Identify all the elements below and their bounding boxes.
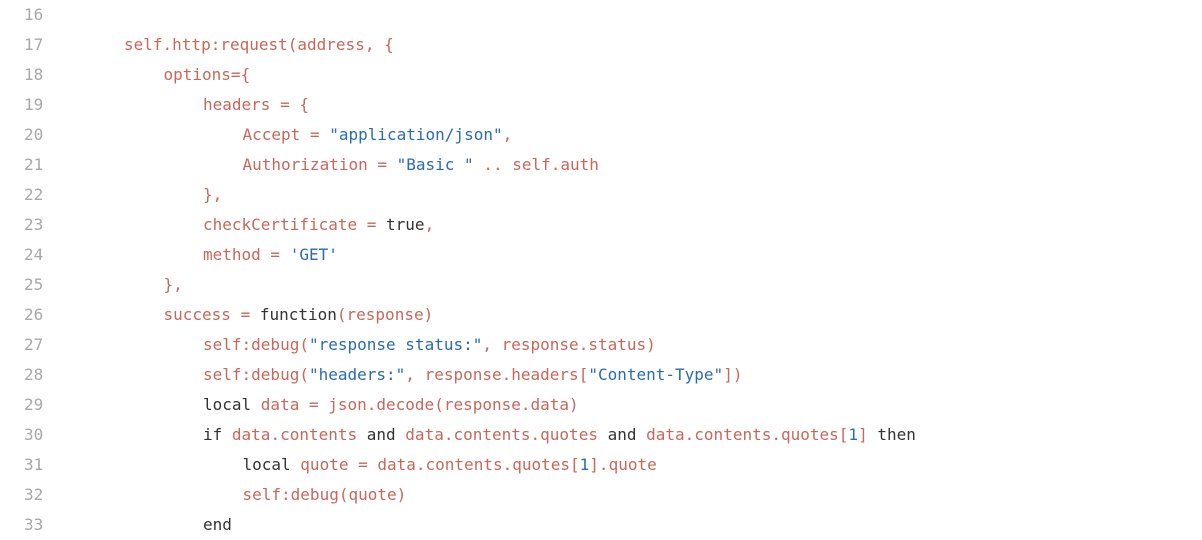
code-token: "Basic " [396,155,474,174]
line-code: end [203,510,232,540]
code-token: }, [203,185,223,204]
line-number: 26 [24,305,44,324]
line-number: 16 [24,5,44,24]
code-token: and [366,425,406,444]
code-token: method = [203,245,290,264]
code-line: 21 Authorization = "Basic " .. self.auth [0,150,1202,180]
line-code: local quote = data.contents.quotes[1].qu… [243,450,657,480]
code-token: Authorization = [242,155,397,174]
code-token: "headers:" [308,365,406,384]
line-number: 28 [24,365,44,384]
code-token: }, [163,275,183,294]
line-code: checkCertificate = true, [203,210,434,240]
line-code: success = function(response) [164,300,434,330]
code-token: 1 [848,425,859,444]
code-line: 17 self.http:request(address, { [0,30,1202,60]
code-line: 29 local data = json.decode(response.data… [0,390,1202,420]
line-code: Accept = "application/json", [243,120,513,150]
code-line: 31 local quote = data.contents.quotes[1].… [0,450,1202,480]
code-token: "Content-Type" [588,365,724,384]
code-token: options={ [163,65,251,84]
code-token: 'GET' [289,245,338,264]
line-code: self:debug(quote) [243,480,407,510]
code-line: 32 self:debug(quote) [0,480,1202,510]
line-code: Authorization = "Basic " .. self.auth [243,150,599,180]
code-token: then [877,425,916,444]
code-token: .. self.auth [473,155,599,174]
code-token: , [424,215,435,234]
code-token: 1 [579,455,590,474]
code-line: 16 [0,0,1202,30]
line-number: 18 [24,65,44,84]
code-token: ] [858,425,878,444]
code-line: 28 self:debug("headers:", response.header… [0,360,1202,390]
code-token: (response) [336,305,434,324]
line-code: headers = { [203,90,309,120]
code-token: self.http:request(address, { [124,35,394,54]
line-number: 33 [24,515,44,534]
code-token: end [203,515,232,534]
line-number: 24 [24,245,44,264]
line-code: }, [203,180,222,210]
code-token: "response status:" [308,335,483,354]
line-number: 19 [24,95,44,114]
line-number: 23 [24,215,44,234]
code-token: , response.headers[ [405,365,589,384]
code-token: data.contents [231,425,367,444]
code-line: 26 success = function(response) [0,300,1202,330]
code-token: data.contents.quotes[ [646,425,849,444]
code-token: self:debug( [203,335,309,354]
code-line: 24 method = 'GET' [0,240,1202,270]
code-token: local [203,395,261,414]
code-token: true [386,215,425,234]
line-code: options={ [164,60,251,90]
line-number: 32 [24,485,44,504]
code-line: 30 if data.contents and data.contents.quo… [0,420,1202,450]
code-line: 19 headers = { [0,90,1202,120]
line-number: 21 [24,155,44,174]
code-line: 23 checkCertificate = true, [0,210,1202,240]
code-line: 18 options={ [0,60,1202,90]
line-code: method = 'GET' [203,240,338,270]
line-number: 27 [24,335,44,354]
code-token: , response.status) [482,335,656,354]
code-line: 25}, [0,270,1202,300]
code-token: self:debug(quote) [242,485,407,504]
line-number: 20 [24,125,44,144]
line-code: self:debug("headers:", response.headers[… [203,360,742,390]
code-token: and [607,425,647,444]
code-token: data.contents.quotes [405,425,608,444]
line-number: 30 [24,425,44,444]
code-line: 20 Accept = "application/json", [0,120,1202,150]
line-code: self:debug("response status:", response.… [203,330,656,360]
line-code: local data = json.decode(response.data) [203,390,579,420]
code-token: ].quote [589,455,657,474]
line-number: 25 [24,275,44,294]
line-number: 17 [24,35,44,54]
code-line: 27 self:debug("response status:", respons… [0,330,1202,360]
code-token: headers = { [203,95,309,114]
code-token: , [502,125,513,144]
line-code: if data.contents and data.contents.quote… [203,420,916,450]
code-token: checkCertificate = [203,215,387,234]
code-token: ]) [723,365,743,384]
code-token: "application/json" [329,125,503,144]
line-code: self.http:request(address, { [124,30,394,60]
code-line: 22}, [0,180,1202,210]
code-token: local [242,455,301,474]
code-token: success = [163,305,260,324]
line-number: 31 [24,455,44,474]
code-token: self:debug( [203,365,309,384]
code-line: 33 end [0,510,1202,540]
line-number: 29 [24,395,44,414]
code-token: if [203,425,232,444]
code-token: Accept = [242,125,330,144]
code-token: data = json.decode(response.data) [260,395,579,414]
code-token: function [259,305,337,324]
line-number: 22 [24,185,44,204]
line-code: }, [164,270,183,300]
code-token: quote = data.contents.quotes[ [300,455,580,474]
